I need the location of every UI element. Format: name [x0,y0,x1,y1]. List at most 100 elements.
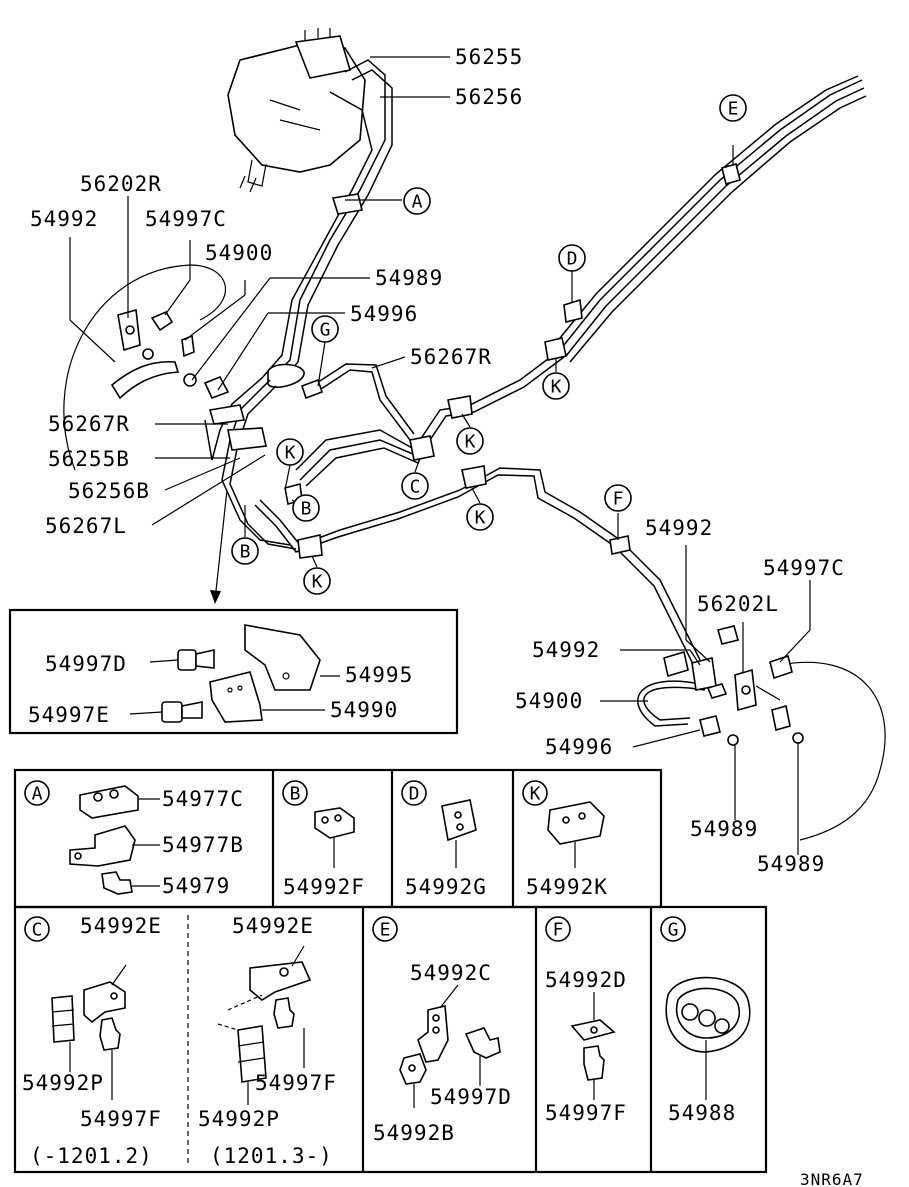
label-54997c-right: 54997C [763,556,845,580]
label-54992-right: 54992 [645,516,713,540]
svg-text:D: D [409,784,420,805]
svg-text:E: E [380,920,391,941]
label-56255: 56255 [455,45,523,69]
panel-row-1: A 54977C 54977B 54979 B 54992F D [13,768,663,909]
letter-a-callout: A [403,187,431,215]
letter-k-callout-4: K [303,567,331,595]
svg-text:B: B [290,784,301,805]
svg-text:54977B: 54977B [162,833,244,857]
label-54989-right-2: 54989 [757,852,825,876]
svg-text:54992K: 54992K [526,875,608,899]
svg-text:54977C: 54977C [162,787,244,811]
detail-box: 54997D 54995 54997E 54990 [8,608,459,735]
label-54992-left: 54992 [30,207,98,231]
svg-text:F: F [553,920,564,941]
svg-text:A: A [32,784,43,805]
label-56202r: 56202R [80,172,162,196]
svg-text:A: A [412,192,423,213]
label-54990: 54990 [330,698,398,722]
letter-c-callout: C [401,472,429,500]
master-cylinder [227,28,366,193]
label-54992-right-2: 54992 [532,638,600,662]
letter-k-callout-2: K [456,427,484,455]
svg-text:54992P: 54992P [22,1071,104,1095]
right-hose-assembly [637,625,886,841]
letter-e-callout: E [719,94,747,122]
label-54997e: 54997E [28,703,110,727]
leader-lines [69,56,811,855]
label-56256b: 56256B [68,479,150,503]
label-54996-right: 54996 [545,735,613,759]
svg-text:54992D: 54992D [545,968,627,992]
svg-text:K: K [312,572,323,593]
svg-text:K: K [465,432,476,453]
svg-text:K: K [530,784,541,805]
letter-k-callout-1: K [542,372,570,400]
svg-text:F: F [613,489,624,510]
svg-text:54988: 54988 [668,1101,736,1125]
svg-text:K: K [475,508,486,529]
svg-text:54992P: 54992P [198,1107,280,1131]
reference-letters: A E D K K C K K B B K G F [231,94,747,595]
label-56202l: 56202L [697,592,779,616]
svg-text:54992C: 54992C [410,961,492,985]
letter-f-callout: F [604,484,632,512]
panel-row-2: C 54992E 54992P 54997F (-1201.2) 5499 [13,905,768,1174]
svg-text:54992G: 54992G [405,875,487,899]
svg-text:54992E: 54992E [80,914,162,938]
svg-text:C: C [410,477,421,498]
label-54900-right: 54900 [515,689,583,713]
svg-text:(1201.3-): (1201.3-) [210,1144,333,1168]
brake-pipes [204,59,867,667]
panel-a: A 54977C 54977B 54979 [24,780,244,898]
letter-k-callout-5: K [276,438,304,466]
label-54997c-left: 54997C [145,207,227,231]
label-56256: 56256 [455,85,523,109]
svg-text:G: G [668,920,679,941]
svg-text:54992F: 54992F [283,875,365,899]
svg-text:54979: 54979 [162,874,230,898]
panel-c: C 54992E 54992P 54997F (-1201.2) 5499 [22,914,337,1168]
panel-k: K 54992K [522,780,608,899]
bracket-54995 [244,624,321,691]
label-56267l: 56267L [45,514,127,538]
label-56267r-mid: 56267R [410,345,492,369]
letter-k-callout-3: K [466,503,494,531]
svg-text:K: K [551,377,562,398]
svg-text:(-1201.2): (-1201.2) [30,1144,153,1168]
panel-b: B 54992F [282,780,365,899]
panel-e: E 54992C 54997D 54992B [372,916,512,1145]
svg-text:54997D: 54997D [430,1085,512,1109]
label-54900-left: 54900 [205,241,273,265]
svg-text:K: K [285,443,296,464]
label-56255b: 56255B [48,447,130,471]
drawing-code: 3NR6A7 [800,1170,864,1187]
panel-f: F 54992D 54997F [545,916,627,1125]
svg-text:54997F: 54997F [545,1101,627,1125]
label-54997d-detail: 54997D [45,652,127,676]
label-54996-top: 54996 [350,302,418,326]
letter-d-callout: D [558,244,586,272]
label-56267r-left: 56267R [48,412,130,436]
main-assembly: A E D K K C K K B B K G F 56255 56256 56… [30,28,886,876]
svg-text:C: C [32,920,43,941]
svg-text:54997F: 54997F [255,1071,337,1095]
label-54989-right-1: 54989 [690,817,758,841]
bolt-54997d [177,649,215,671]
part-number-labels: 56255 56256 56202R 54992 54997C 54900 54… [30,45,845,876]
svg-text:54992E: 54992E [232,914,314,938]
svg-text:B: B [301,499,312,520]
svg-text:E: E [728,99,739,120]
letter-g-callout: G [311,315,339,343]
svg-text:D: D [567,249,578,270]
letter-b-callout-1: B [292,494,320,522]
panel-d: D 54992G [401,780,487,899]
svg-text:54992B: 54992B [373,1121,455,1145]
panel-g: G 54988 [660,916,751,1125]
label-54995: 54995 [345,663,413,687]
letter-b-callout-2: B [231,537,259,565]
svg-text:B: B [240,542,251,563]
left-hose-assembly [63,264,230,471]
bolt-54997e [161,701,203,723]
